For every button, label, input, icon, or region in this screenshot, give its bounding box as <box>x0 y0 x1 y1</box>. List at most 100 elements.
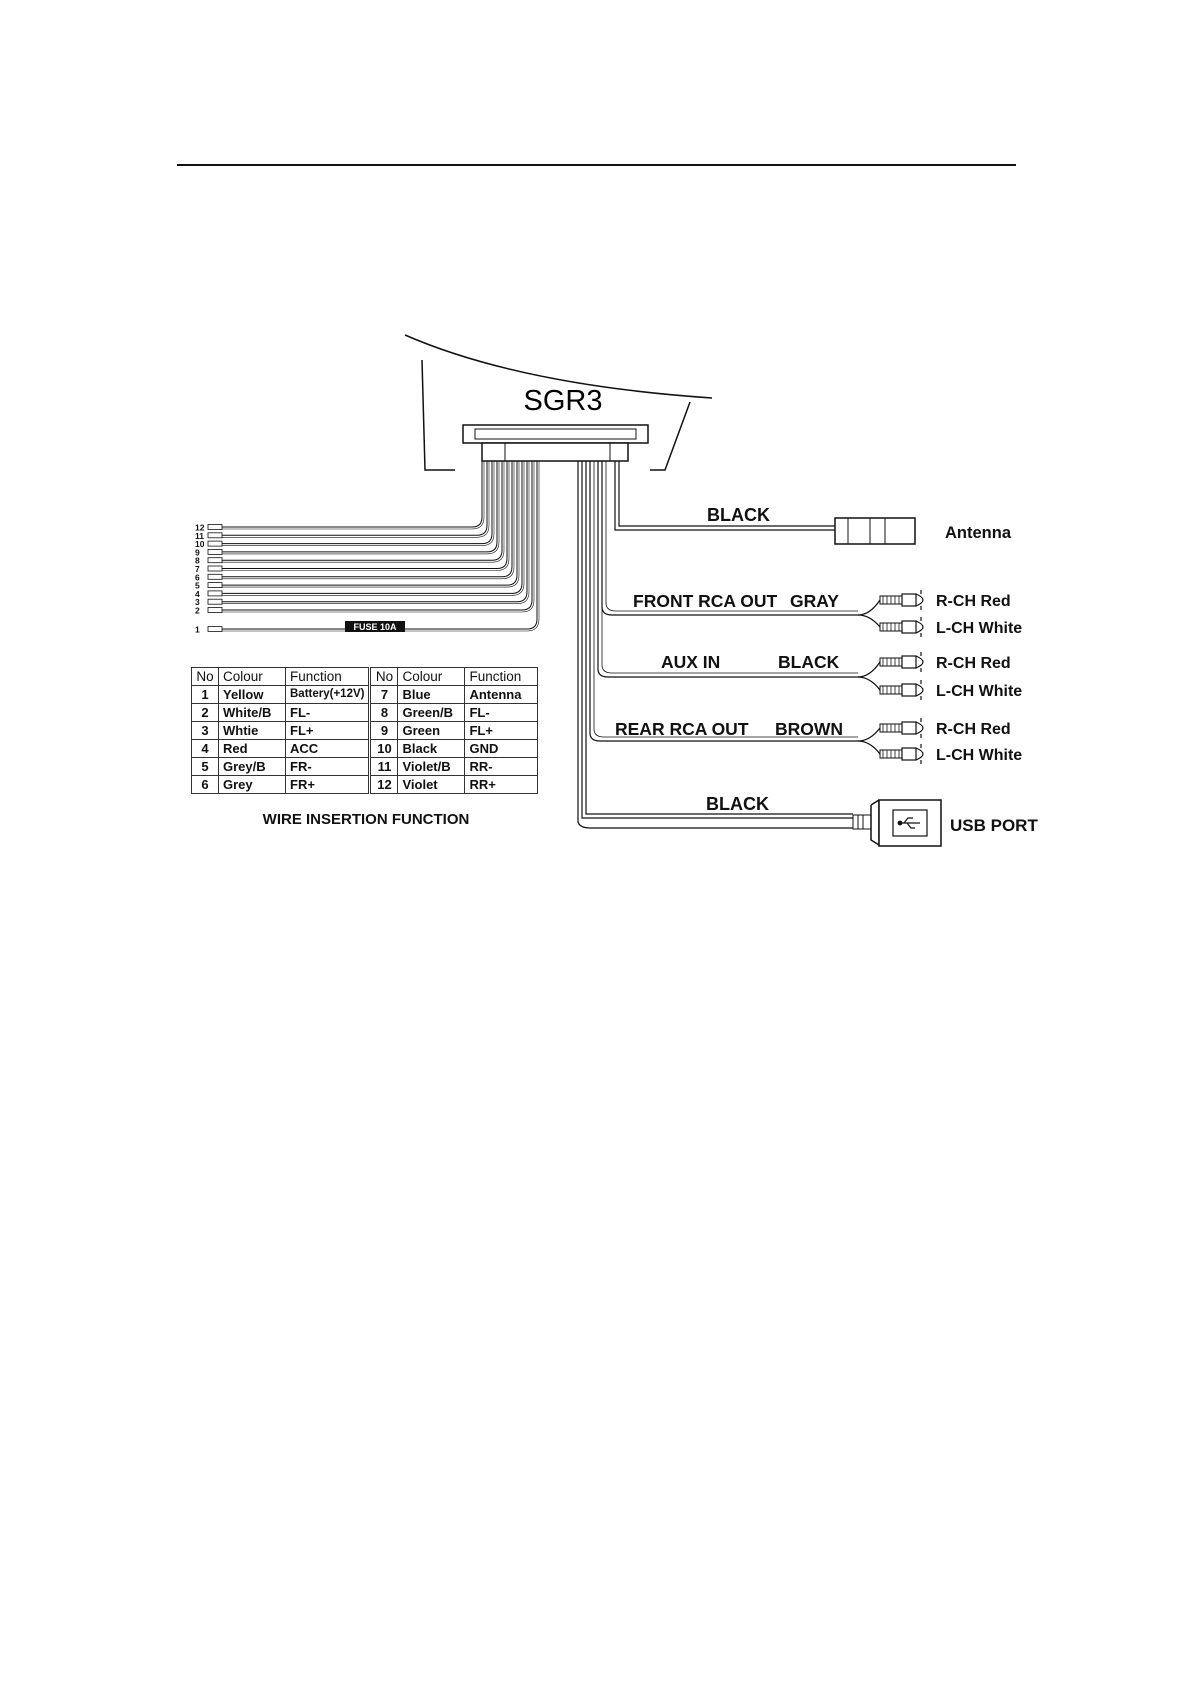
wire-colour: Green <box>397 721 466 740</box>
header-colour-a: Colour <box>218 667 286 686</box>
harness-wire-edge <box>222 461 500 555</box>
wire-no: 11 <box>368 757 399 776</box>
antenna-label: Antenna <box>945 524 1012 542</box>
table-row: 4 Red ACC 10 Black GND <box>191 739 539 758</box>
rca-plug-tip <box>915 590 924 610</box>
rca-plug-head <box>901 620 917 634</box>
right-channel-label: R-CH Red <box>936 593 1011 610</box>
rca-trunk-edge <box>605 461 858 612</box>
harness-wire-edge <box>222 461 490 538</box>
wire-colour: White/B <box>218 703 286 722</box>
wire-terminal <box>207 532 223 539</box>
left-channel-label: L-CH White <box>936 683 1022 700</box>
rca-cable-colour: BROWN <box>775 719 843 739</box>
rca-plug-tip <box>915 680 924 700</box>
rca-split-wire <box>857 661 881 678</box>
harness-wire <box>222 461 488 536</box>
rca-plug-head <box>901 747 917 761</box>
wire-number: 12 <box>195 523 205 533</box>
rca-plug-head <box>901 683 917 697</box>
wire-terminal <box>207 598 223 605</box>
wire-number: 2 <box>195 606 200 616</box>
wire-number: 10 <box>195 539 205 549</box>
wire-terminal <box>207 549 223 555</box>
rca-split-wire <box>857 614 881 628</box>
wire-no: 1 <box>191 685 219 704</box>
harness-wire-edge <box>222 461 530 604</box>
unit-name: SGR3 <box>524 385 603 417</box>
wire-terminal <box>207 524 223 530</box>
harness-wire-edge <box>222 461 525 596</box>
harness-wire-edge <box>222 461 485 530</box>
wire-colour: Violet <box>397 775 466 794</box>
header-function-a: Function <box>284 667 371 686</box>
harness-wire-edge <box>222 461 535 613</box>
rca-plug-tip <box>915 652 924 672</box>
antenna-connector: BLACK Antenna <box>614 461 1012 545</box>
left-channel-label: L-CH White <box>936 747 1022 764</box>
wire-terminal <box>207 607 223 613</box>
harness-wire <box>222 461 493 545</box>
harness-wire-edge <box>222 461 505 563</box>
wire-number: 3 <box>195 597 200 607</box>
wire-colour: Whtie <box>218 721 286 740</box>
table-row: 3 Whtie FL+ 9 Green FL+ <box>191 721 539 740</box>
rca-split-wire <box>857 599 881 616</box>
rca-plug-tip <box>915 744 924 764</box>
rca-split-wire <box>857 676 881 691</box>
wire-function: FL+ <box>464 721 539 740</box>
wire-number: 8 <box>195 556 200 566</box>
wire-terminal <box>207 582 223 588</box>
harness-wire <box>222 461 483 528</box>
wire-number: 5 <box>195 581 200 591</box>
harness-wire-edge <box>222 461 510 571</box>
wire-no: 12 <box>368 775 399 794</box>
table-row: 1 Yellow Battery(+12V) 7 Blue Antenna <box>191 685 539 704</box>
wire-function: ACC <box>284 739 371 758</box>
head-unit: SGR3 <box>404 334 713 471</box>
rca-name-label: AUX IN <box>661 652 720 672</box>
wire-colour: Green/B <box>397 703 466 722</box>
wire-no: 9 <box>368 721 399 740</box>
usb-icon <box>897 817 920 829</box>
rca-plug-head <box>901 655 917 669</box>
rca-name-label: REAR RCA OUT <box>615 719 749 739</box>
usb-label: USB PORT <box>950 816 1038 835</box>
wire-function: Antenna <box>464 685 539 704</box>
harness-wire <box>222 461 503 561</box>
wire-terminal <box>207 540 223 547</box>
wire-terminal <box>207 573 223 580</box>
wire-number: 9 <box>195 547 200 557</box>
wire-function: FL- <box>284 703 371 722</box>
harness-wire <box>222 461 508 569</box>
harness-wire <box>222 461 538 630</box>
wire-number: 11 <box>195 531 204 541</box>
rca-trunk-edge <box>593 461 858 738</box>
wire-number: 4 <box>195 589 200 599</box>
harness-wire <box>222 461 498 553</box>
rca-plug-tip <box>915 617 924 637</box>
fuse-label: FUSE 10A <box>353 622 397 632</box>
header-function-b: Function <box>464 667 539 686</box>
wire-no: 2 <box>191 703 219 722</box>
wire-no: 8 <box>368 703 399 722</box>
rca-trunk <box>597 461 858 678</box>
table-row: 2 White/B FL- 8 Green/B FL- <box>191 703 539 722</box>
harness-wire-edge <box>222 461 495 546</box>
rca-name-label: FRONT RCA OUT <box>633 591 778 611</box>
harness-wire <box>222 461 518 586</box>
harness-wire <box>222 461 523 594</box>
harness-wire <box>222 461 533 611</box>
harness-wire-edge <box>222 461 520 588</box>
harness-wire-edge <box>222 461 540 632</box>
header-no-b: No <box>368 667 399 686</box>
right-channel-label: R-CH Red <box>936 721 1011 738</box>
left-channel-label: L-CH White <box>936 620 1022 637</box>
wire-colour: Black <box>397 739 466 758</box>
wire-terminal <box>207 557 223 564</box>
rca-trunk-edge <box>601 461 858 674</box>
rca-plug-head <box>901 721 917 735</box>
